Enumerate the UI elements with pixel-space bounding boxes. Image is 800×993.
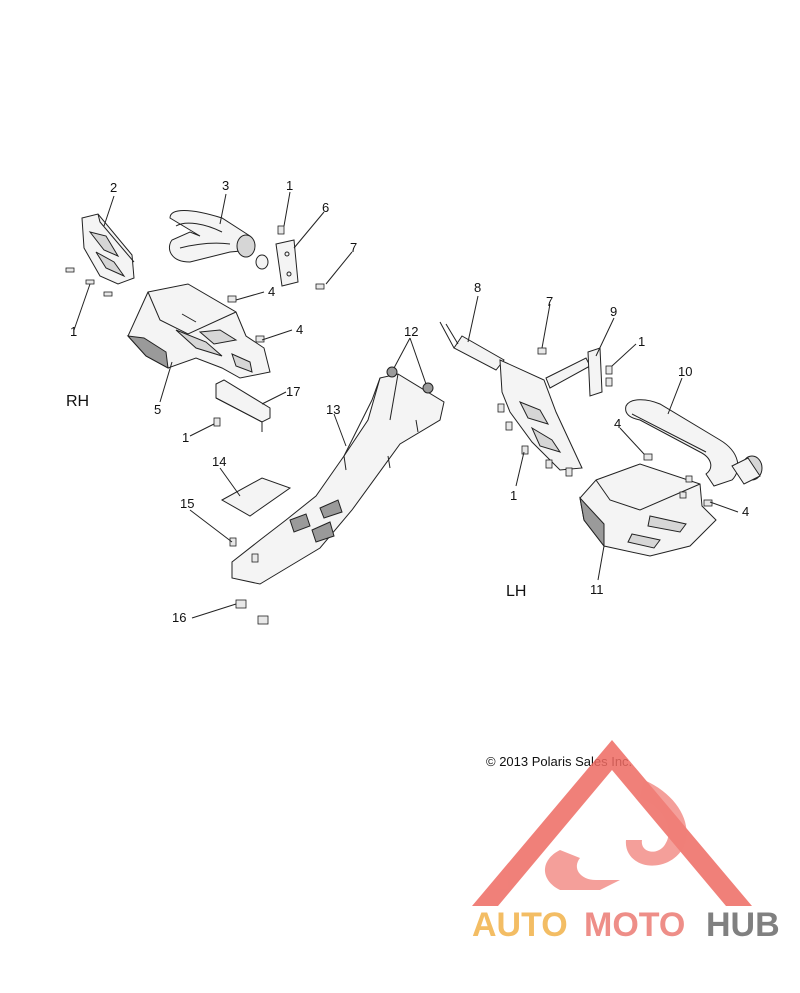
callout-9: 9 — [610, 304, 617, 319]
part-17-bracket — [215, 379, 271, 432]
callout-1: 1 — [286, 178, 293, 193]
lh-side-bracket — [499, 359, 583, 471]
leader-lines — [73, 191, 739, 619]
callout-14: 14 — [212, 454, 226, 469]
part-10-lh-tube — [625, 399, 763, 487]
callout-4: 4 — [614, 416, 621, 431]
callout-7: 7 — [350, 240, 357, 255]
logo-text-auto: AUTO — [472, 906, 568, 944]
part-6-bracket — [275, 239, 299, 287]
callout-5: 5 — [154, 402, 161, 417]
callout-10: 10 — [678, 364, 692, 379]
part-11-lh-skid — [579, 463, 717, 557]
callout-15: 15 — [180, 496, 194, 511]
automotohub-logo: AUTO MOTO HUB — [472, 740, 780, 944]
logo-triangle — [472, 740, 752, 906]
lh-label: LH — [506, 583, 526, 600]
callout-3: 3 — [222, 178, 229, 193]
callout-13: 13 — [326, 402, 340, 417]
callout-1: 1 — [638, 334, 645, 349]
part-13-long-skid — [231, 373, 445, 585]
callout-11: 11 — [590, 582, 604, 597]
callout-1: 1 — [70, 324, 77, 339]
callout-8: 8 — [474, 280, 481, 295]
callout-4: 4 — [268, 284, 275, 299]
callout-6: 6 — [322, 200, 329, 215]
callout-4: 4 — [296, 322, 303, 337]
callout-7: 7 — [546, 294, 553, 309]
part-9-bracket — [545, 347, 603, 397]
part-5-rh-skid — [126, 283, 271, 379]
logo-text-moto: MOTO — [584, 906, 685, 944]
part-14-decal — [220, 477, 292, 517]
callout-numbers: 2 3 1 6 7 1 4 4 5 17 1 12 13 14 15 16 8 … — [70, 178, 749, 625]
callout-1: 1 — [182, 430, 189, 445]
callout-16: 16 — [172, 610, 186, 625]
callout-1: 1 — [510, 488, 517, 503]
callout-12: 12 — [404, 324, 418, 339]
part-3-rh-tube — [168, 210, 269, 270]
logo-inner-mark — [545, 850, 620, 890]
callout-17: 17 — [286, 384, 300, 399]
part-2-rh-bracket — [81, 213, 135, 285]
callout-4: 4 — [742, 504, 749, 519]
logo-loop — [625, 780, 687, 866]
rh-label: RH — [66, 393, 89, 410]
logo-text-hub: HUB — [706, 906, 780, 944]
part-8-bracket — [439, 321, 505, 371]
callout-2: 2 — [110, 180, 117, 195]
